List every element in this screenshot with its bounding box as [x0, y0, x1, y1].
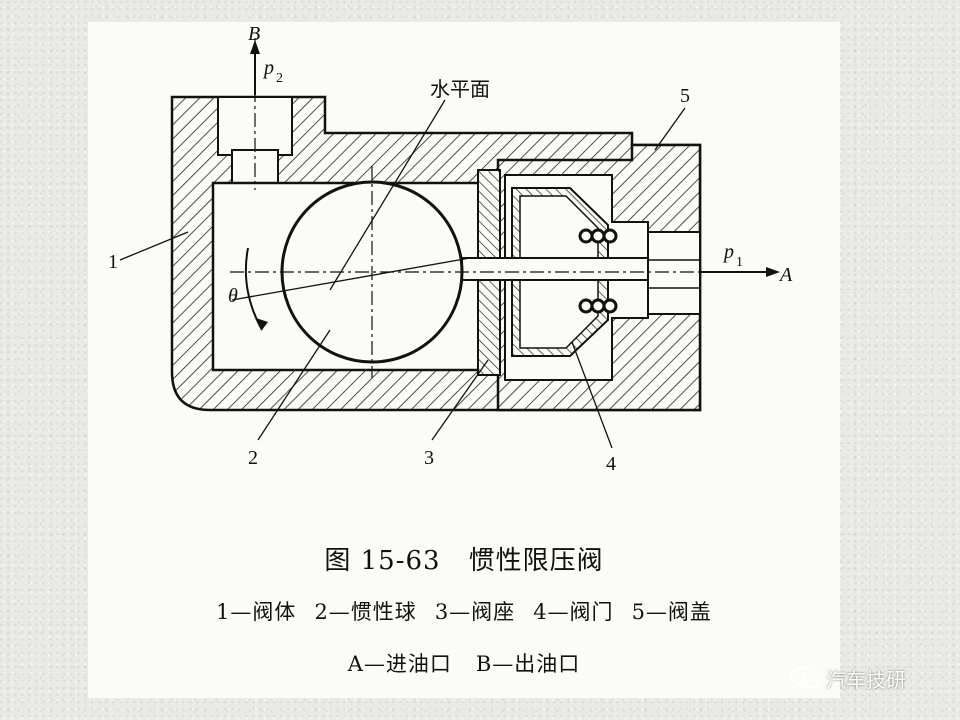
part-number-5: 5	[680, 85, 690, 107]
figure-title: 惯性限压阀	[468, 546, 604, 576]
label-horizontal-plane: 水平面	[430, 78, 490, 101]
label-p1: p	[722, 241, 734, 263]
figure-caption: 图 15-63 惯性限压阀	[88, 540, 840, 577]
part-number-1: 1	[108, 251, 118, 273]
parts-legend: 1—阀体 2—惯性球 3—阀座 4—阀门 5—阀盖	[88, 596, 840, 626]
label-p2-sub: 2	[276, 71, 283, 86]
legend-item: B—出油口	[475, 652, 581, 676]
watermark: 汽车技研	[790, 664, 906, 692]
label-p1-sub: 1	[736, 255, 743, 270]
watermark-text: 汽车技研	[826, 667, 906, 692]
legend-item: 1—阀体	[216, 600, 297, 624]
wechat-icon	[790, 667, 819, 689]
legend-item: 2—惯性球	[314, 600, 417, 624]
valve-stem	[461, 257, 649, 281]
label-p2: p	[262, 57, 274, 79]
legend-item: 3—阀座	[434, 600, 516, 624]
figure-number: 图 15-63	[324, 546, 441, 576]
label-b: B	[248, 23, 260, 45]
part-number-4: 4	[606, 453, 616, 475]
part-number-3: 3	[424, 447, 434, 469]
inlet-port-a	[647, 231, 701, 315]
legend-item: 5—阀盖	[631, 600, 712, 624]
part-number-2: 2	[248, 447, 258, 469]
legend-item: A—进油口	[347, 652, 452, 676]
label-theta: θ	[228, 285, 238, 307]
legend-item: 4—阀门	[533, 600, 614, 624]
spring	[578, 228, 618, 314]
label-a: A	[778, 264, 793, 286]
theta-arc	[244, 247, 263, 331]
ports-legend: A—进油口 B—出油口	[88, 648, 840, 678]
